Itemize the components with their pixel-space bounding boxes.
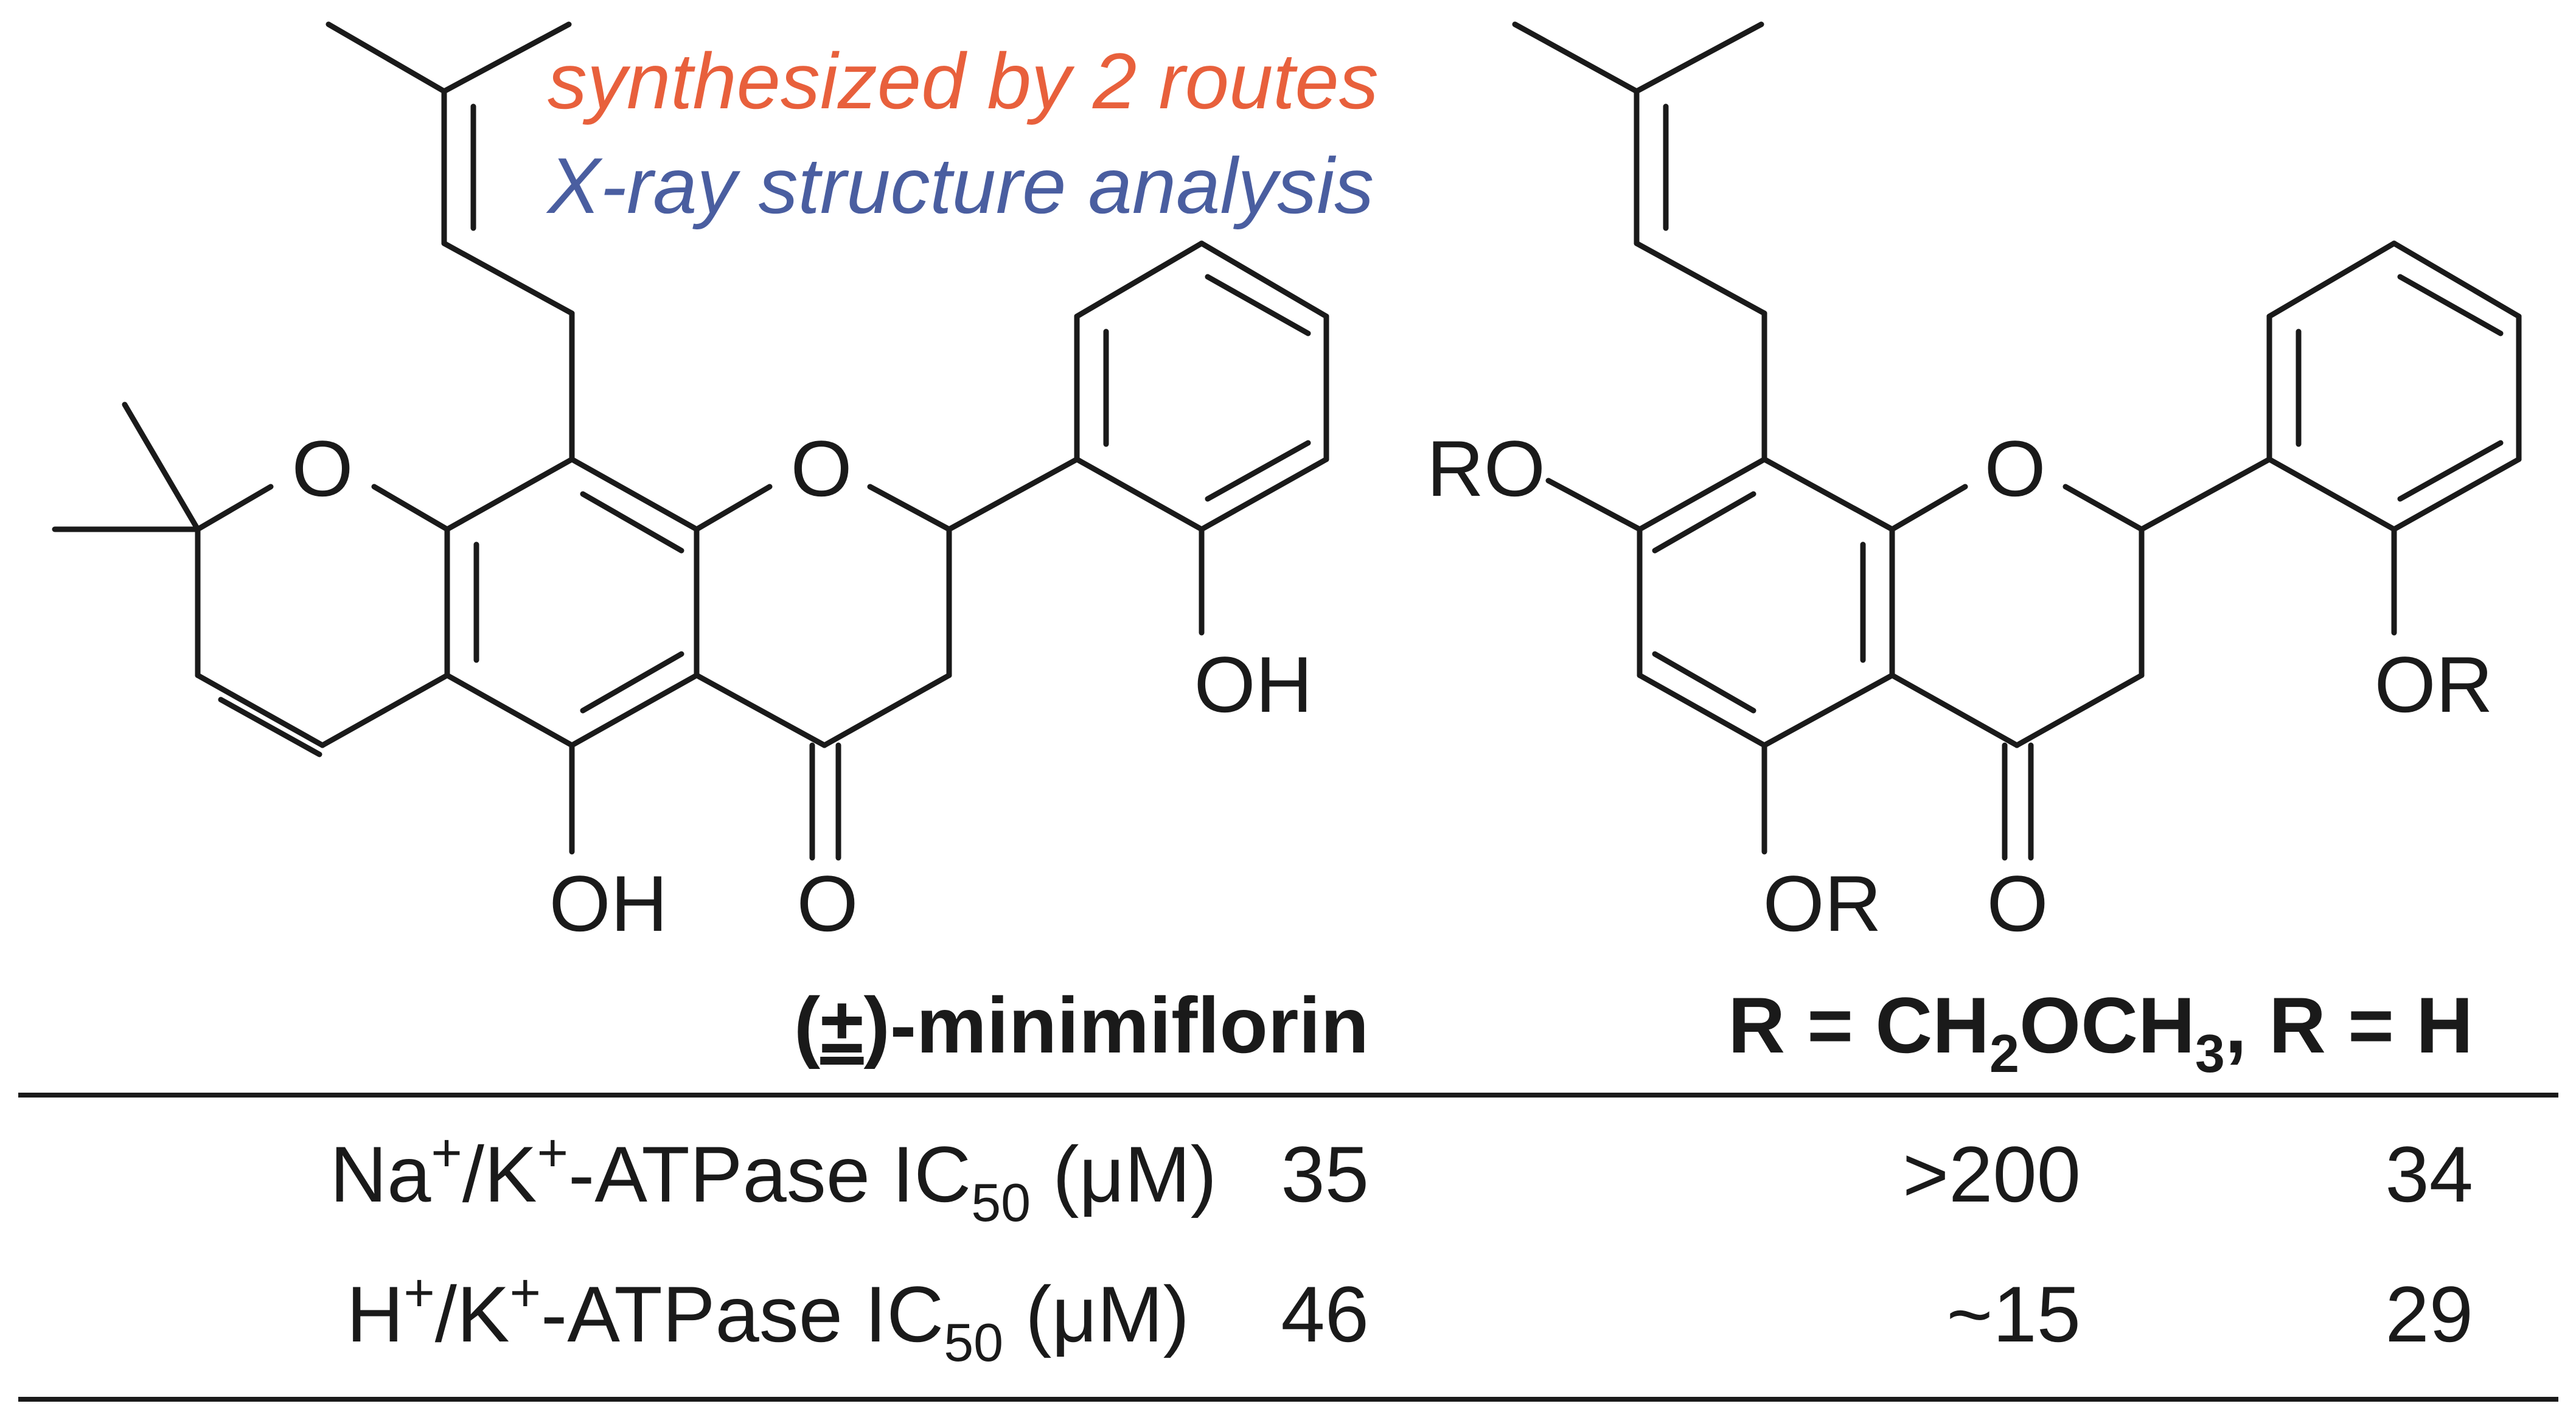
row-2-value-2: ~15 bbox=[1946, 1270, 2081, 1359]
left-compound-label: (±)-minimiflorin bbox=[794, 981, 1369, 1070]
label-subscript-2: 2 bbox=[1989, 1023, 2019, 1084]
row-2-ion-2: K bbox=[457, 1270, 510, 1359]
row-1-label: Na+/K+-ATPase IC50 (μM) bbox=[330, 1122, 1217, 1233]
row-1-ion-1: Na bbox=[330, 1130, 431, 1219]
right-ketone-oxygen: O bbox=[1986, 859, 2048, 948]
label-subscript-3: 3 bbox=[2195, 1023, 2225, 1084]
row-2-label: H+/K+-ATPase IC50 (μM) bbox=[347, 1262, 1190, 1373]
label-open-paren: ( bbox=[794, 981, 821, 1070]
row-2-charge-1: + bbox=[403, 1262, 434, 1323]
label-r-equals: R = CH bbox=[1728, 981, 1989, 1070]
row-2-subscript: 50 bbox=[944, 1312, 1003, 1373]
route-note: synthesized by 2 routes bbox=[548, 37, 1379, 125]
left-hydroxyl-bottom: OH bbox=[549, 859, 668, 948]
row-2-ion-1: H bbox=[347, 1270, 404, 1359]
row-2-value-3: 29 bbox=[2385, 1270, 2473, 1359]
molecule-minimiflorin: O O OH OH O (±)-minimiflorin bbox=[52, 21, 1369, 1070]
row-2-charge-2: + bbox=[510, 1262, 541, 1323]
left-ring-oxygen-1: O bbox=[291, 424, 353, 513]
row-1-assay: -ATPase IC bbox=[568, 1130, 971, 1219]
activity-table: Na+/K+-ATPase IC50 (μM) 35 >200 34 H+/K+… bbox=[18, 1093, 2558, 1402]
row-2-separator: / bbox=[435, 1270, 458, 1359]
right-ring-oxygen: O bbox=[1984, 424, 2045, 513]
row-1-subscript: 50 bbox=[971, 1172, 1031, 1233]
molecule-analog: RO O OR OR O R = CH2OCH3, R = H bbox=[1427, 21, 2522, 1084]
right-atom-labels: RO O OR OR O bbox=[1427, 424, 2493, 948]
right-bonds bbox=[1512, 21, 2522, 861]
left-bonds bbox=[52, 21, 1329, 861]
left-ring-oxygen-2: O bbox=[790, 424, 852, 513]
row-1-separator: / bbox=[462, 1130, 485, 1219]
right-ro-group: RO bbox=[1427, 424, 1545, 513]
left-ketone-oxygen: O bbox=[796, 859, 858, 948]
table-row: Na+/K+-ATPase IC50 (μM) 35 >200 34 bbox=[330, 1122, 2473, 1233]
row-1-charge-1: + bbox=[431, 1122, 462, 1183]
left-hydroxyl-aryl: OH bbox=[1194, 640, 1313, 729]
table-row: H+/K+-ATPase IC50 (μM) 46 ~15 29 bbox=[347, 1262, 2474, 1373]
label-och: OCH bbox=[2019, 981, 2195, 1070]
row-2-value-1: 46 bbox=[1281, 1270, 1369, 1359]
row-2-unit: (μM) bbox=[1003, 1270, 1189, 1359]
right-compound-label: R = CH2OCH3, R = H bbox=[1728, 981, 2473, 1084]
row-1-ion-2: K bbox=[484, 1130, 537, 1219]
label-name: )-minimiflorin bbox=[864, 981, 1369, 1070]
row-1-value-1: 35 bbox=[1281, 1130, 1369, 1219]
label-r-equals-h: , R = H bbox=[2225, 981, 2473, 1070]
row-2-assay: -ATPase IC bbox=[541, 1270, 944, 1359]
right-or-aryl: OR bbox=[2375, 640, 2493, 729]
row-1-value-3: 34 bbox=[2385, 1130, 2473, 1219]
row-1-charge-2: + bbox=[537, 1122, 568, 1183]
right-or-bottom: OR bbox=[1763, 859, 1882, 948]
left-atom-labels: O O OH OH O bbox=[291, 424, 1312, 948]
xray-note: X-ray structure analysis bbox=[546, 141, 1374, 230]
row-1-value-2: >200 bbox=[1902, 1130, 2081, 1219]
row-1-unit: (μM) bbox=[1031, 1130, 1217, 1219]
label-plus-minus: ± bbox=[820, 981, 863, 1070]
